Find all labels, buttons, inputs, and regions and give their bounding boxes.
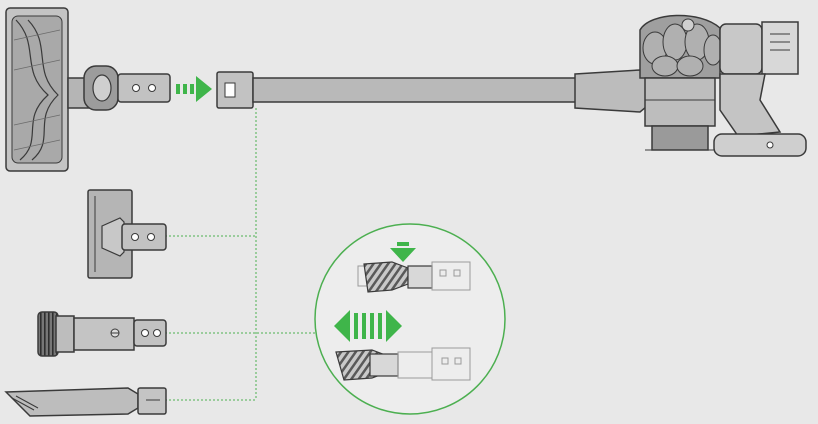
handheld-vacuum-body bbox=[639, 14, 807, 157]
crevice-tool bbox=[4, 387, 167, 417]
combination-tool-crevice-mode bbox=[335, 347, 471, 381]
mini-motorised-tool bbox=[87, 189, 167, 279]
motorhead-cleaner-head bbox=[5, 7, 171, 172]
double-horizontal-arrow-icon bbox=[334, 310, 402, 342]
combination-tool bbox=[37, 311, 167, 357]
connection-guides bbox=[165, 108, 316, 401]
wand-tube bbox=[216, 69, 666, 113]
right-arrow-icon bbox=[176, 76, 212, 102]
down-arrow-icon bbox=[390, 242, 416, 262]
combination-tool-detail-view bbox=[314, 223, 506, 415]
combination-tool-brush-mode bbox=[357, 261, 471, 293]
